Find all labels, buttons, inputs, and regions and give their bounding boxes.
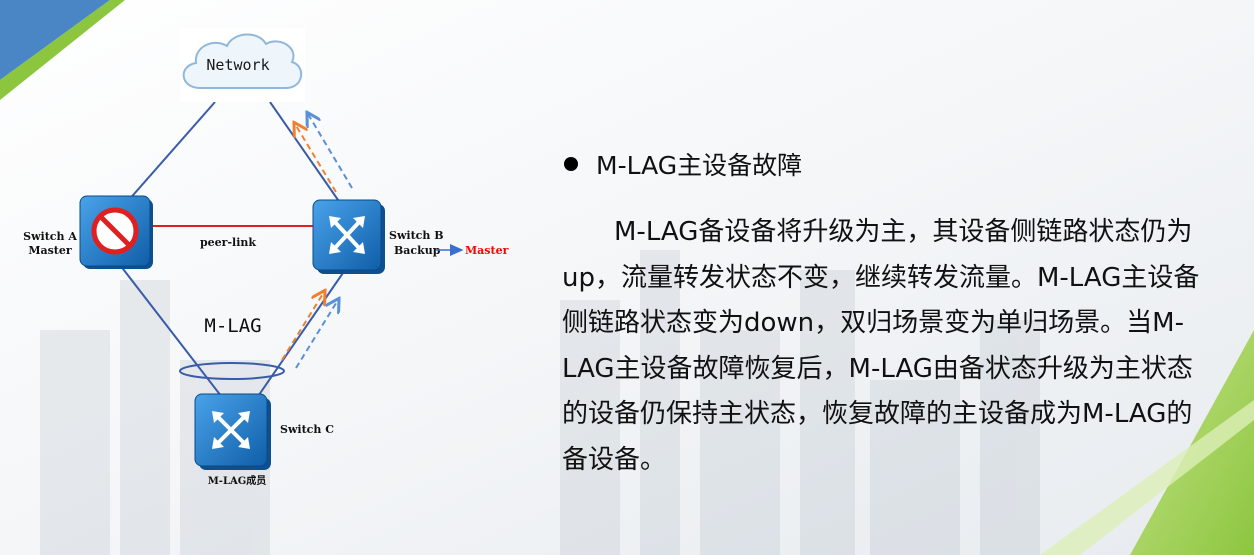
traffic-arrow-blue-upper [308, 114, 353, 189]
traffic-arrow-orange-lower [281, 292, 324, 361]
link-switch-b-switch-c [251, 269, 346, 406]
link-switch-a-switch-c [119, 264, 229, 406]
network-cloud-icon [180, 28, 305, 102]
switch-cross-arrows-icon [329, 216, 365, 254]
switch-b-new-role: Master [465, 244, 509, 257]
switch-c-name: Switch C [280, 423, 334, 436]
body-paragraph: M-LAG备设备将升级为主，其设备侧链路状态仍为up，流量转发状态不变，继续转发… [562, 217, 1200, 475]
switch-c-member-label: M-LAG成员 [208, 474, 267, 487]
traffic-arrow-orange-upper [295, 124, 337, 193]
peer-link-label: peer-link [200, 236, 256, 249]
bullet-item: M-LAG主设备故障 [562, 140, 1202, 188]
switch-a-role: Master [28, 244, 72, 257]
switch-b-node [312, 199, 385, 274]
switch-c-node [194, 393, 271, 470]
mlag-bundle-ellipse [179, 362, 285, 380]
corner-accent-bottom-right [1130, 330, 1254, 555]
link-network-switch-a [119, 101, 216, 211]
bullet-title: M-LAG主设备故障 [596, 151, 803, 180]
mlag-topology-diagram: Network [23, 28, 509, 487]
bullet-dot-icon [564, 157, 578, 171]
content-panel: M-LAG主设备故障 M-LAG备设备将升级为主，其设备侧链路状态仍为up，流量… [562, 140, 1202, 483]
prohibited-icon [91, 207, 139, 255]
link-network-switch-b [269, 101, 346, 211]
switch-cross-arrows-icon [212, 411, 250, 449]
traffic-arrow-blue-lower [295, 300, 338, 369]
building-silhouette-decoration [40, 250, 1040, 555]
switch-a-node [79, 195, 153, 269]
corner-accent-green [0, 0, 125, 100]
switch-b-name: Switch B [389, 229, 444, 242]
switch-a-name: Switch A [23, 230, 77, 243]
switch-b-role: Backup [394, 244, 441, 257]
network-label: Network [206, 56, 269, 74]
mlag-label: M-LAG [204, 315, 261, 337]
